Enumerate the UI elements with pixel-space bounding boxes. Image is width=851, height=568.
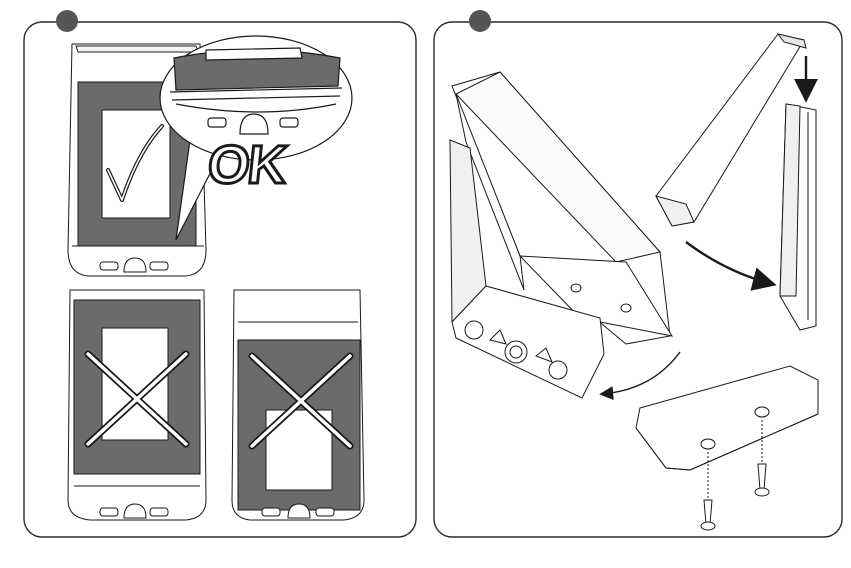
device-incorrect-1 [68, 290, 206, 520]
housing-base-bottom [636, 366, 818, 470]
rotate-arrow-upper [686, 242, 772, 284]
right-panel [434, 10, 842, 537]
housing-side-view [780, 104, 816, 330]
device-incorrect-2 [232, 290, 364, 520]
left-panel [24, 10, 416, 537]
step-number-left [56, 10, 78, 32]
ok-text: OK [205, 138, 288, 192]
rotate-arrow-lower [602, 352, 680, 394]
housing-open [450, 72, 672, 398]
step-number-right [469, 10, 491, 32]
